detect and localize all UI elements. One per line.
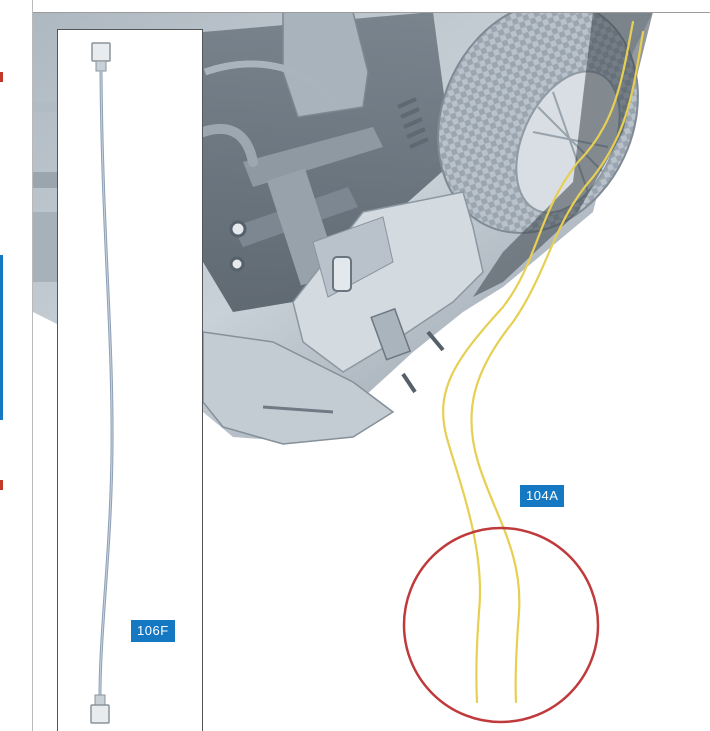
highlight-circle	[402, 526, 600, 724]
cable-106F-illustration	[90, 42, 114, 724]
edge-marker-red-top	[0, 72, 3, 82]
part-label-104A: 104A	[520, 485, 565, 507]
edge-marker-blue	[0, 255, 3, 420]
edge-marker-red-bottom	[0, 480, 3, 490]
part-label-106F: 106F	[131, 620, 175, 642]
page-margin-rule	[32, 0, 33, 731]
photo-top-rule	[33, 12, 710, 13]
part-inset-panel	[57, 29, 203, 731]
